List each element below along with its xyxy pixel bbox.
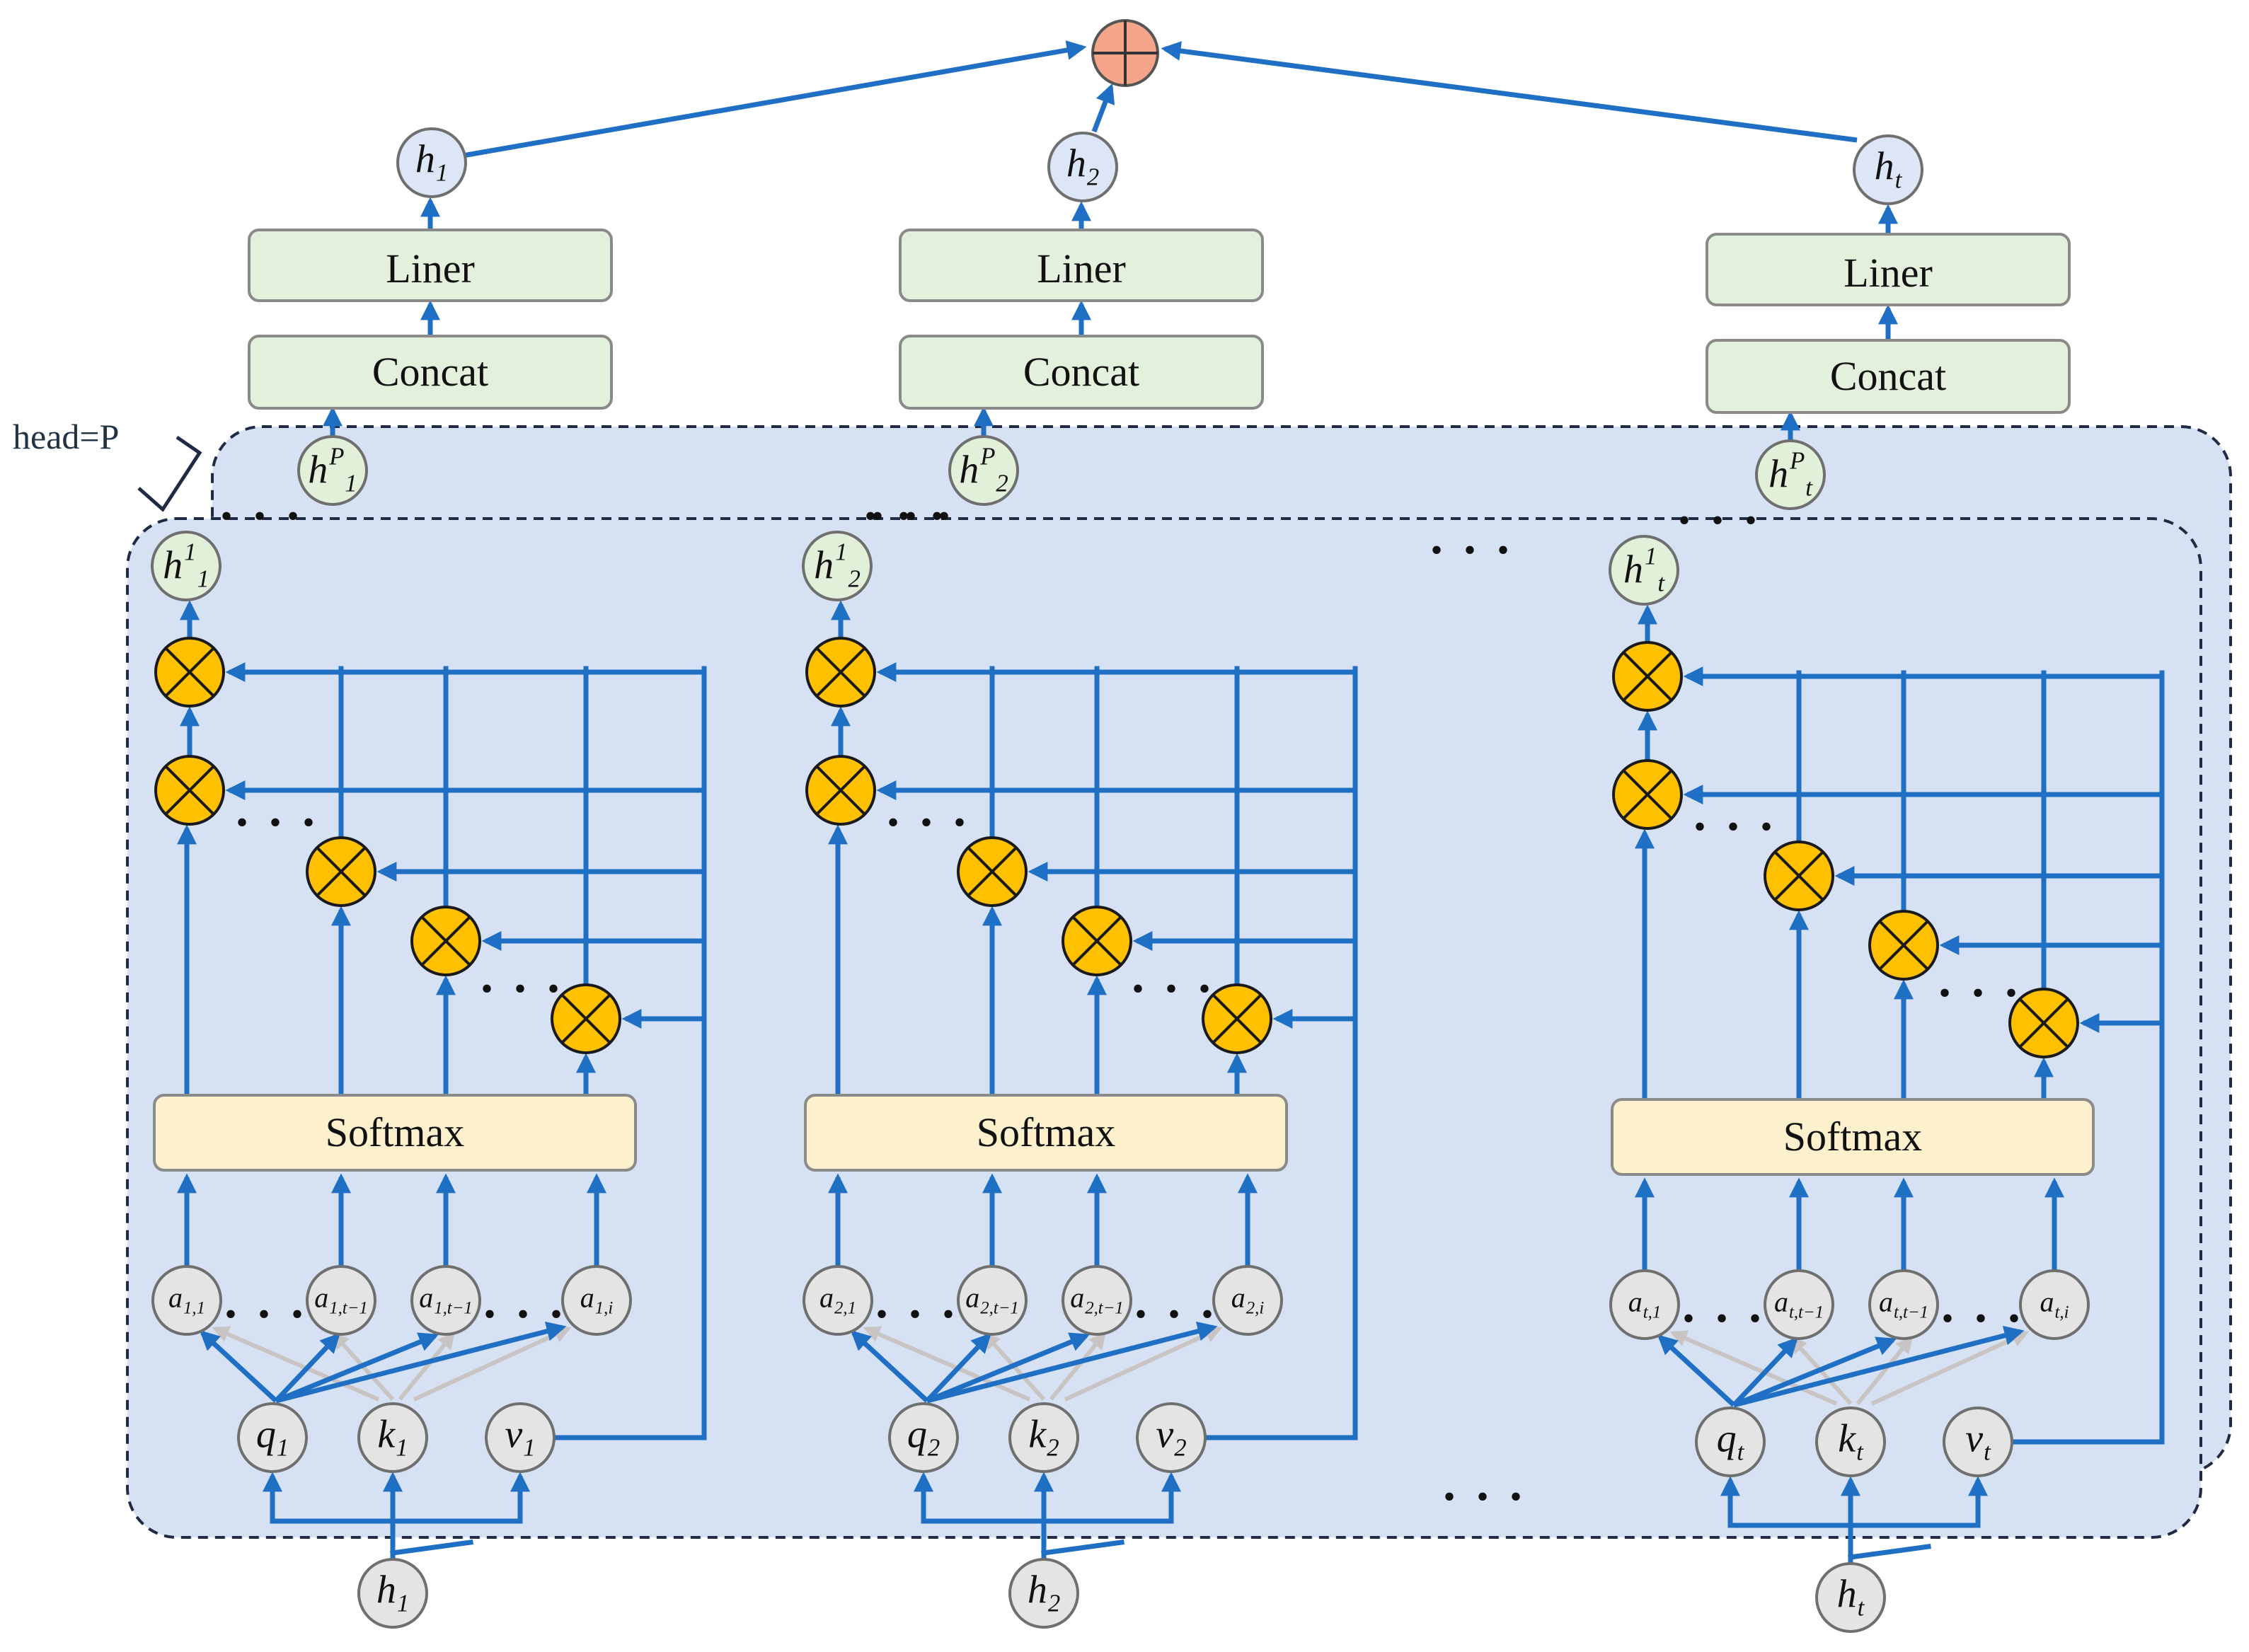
- query-node: [1695, 1406, 1766, 1477]
- query-arrow: [1732, 1336, 1798, 1407]
- faint-arrow: [1049, 1332, 1107, 1401]
- query-arrow: [199, 1330, 278, 1403]
- multiply-icon: [1773, 850, 1824, 901]
- connector-line: [1848, 1544, 1931, 1560]
- multiply-icon: [967, 846, 1018, 897]
- query-node: [888, 1402, 959, 1473]
- concat-box: [248, 335, 613, 410]
- faint-arrow: [1856, 1336, 1914, 1405]
- score-node: [803, 1265, 873, 1336]
- multiply-icon: [815, 647, 866, 698]
- multiply-icon: [164, 647, 215, 698]
- score-node: [1764, 1269, 1834, 1340]
- multiply-icon: [1622, 769, 1673, 820]
- head-1-panel: [126, 517, 2202, 1539]
- query-arrow: [926, 1332, 1091, 1404]
- softmax-box: [1611, 1098, 2095, 1176]
- liner-box: [248, 229, 613, 302]
- value-node: [1136, 1402, 1207, 1473]
- liner-box: [1706, 233, 2071, 306]
- score-node: [1609, 1269, 1680, 1340]
- sum-input-arrow: [1091, 83, 1115, 133]
- multiply-icon: [316, 846, 367, 897]
- head-1-node: [151, 531, 222, 601]
- score-node: [561, 1265, 632, 1336]
- query-arrow: [926, 1322, 1218, 1404]
- softmax-box: [804, 1094, 1288, 1172]
- multiply-icon: [1622, 651, 1673, 702]
- faint-arrow: [863, 1326, 1031, 1402]
- output-node: [396, 127, 467, 198]
- multiply-icon: [1071, 915, 1122, 966]
- head-p-node: [297, 435, 368, 506]
- query-node: [237, 1402, 308, 1473]
- sum-input-arrow: [1161, 41, 1858, 143]
- input-node: [1008, 1558, 1079, 1629]
- faint-arrow: [1669, 1330, 1838, 1406]
- multiply-icon: [1878, 920, 1929, 971]
- concat-box: [1706, 339, 2071, 414]
- score-node: [1212, 1265, 1283, 1336]
- sum-input-arrow: [462, 40, 1087, 158]
- faint-arrow: [212, 1326, 380, 1402]
- query-arrow: [274, 1332, 340, 1403]
- score-node: [306, 1265, 376, 1336]
- multiply-icon: [2018, 998, 2069, 1049]
- key-node: [1008, 1402, 1079, 1473]
- connector-line: [390, 1540, 473, 1556]
- key-node: [1815, 1406, 1886, 1477]
- input-node: [1815, 1562, 1886, 1633]
- output-node: [1853, 134, 1923, 205]
- score-node: [957, 1265, 1028, 1336]
- multiply-icon: [1212, 993, 1262, 1044]
- head-1-node: [1609, 535, 1679, 606]
- head-p-node: [948, 435, 1019, 506]
- head-1-node: [802, 531, 873, 601]
- score-node: [410, 1265, 481, 1336]
- connector-line: [1041, 1540, 1124, 1556]
- faint-arrow: [413, 1327, 572, 1402]
- faint-arrow: [1064, 1327, 1223, 1402]
- faint-arrow: [398, 1332, 456, 1401]
- query-arrow: [275, 1322, 567, 1404]
- query-arrow: [925, 1332, 991, 1403]
- query-arrow: [275, 1332, 439, 1404]
- value-node: [485, 1402, 556, 1473]
- score-node: [2019, 1269, 2090, 1340]
- input-node: [357, 1558, 428, 1629]
- output-node: [1047, 132, 1118, 202]
- multiply-icon: [815, 765, 866, 816]
- multiply-icon: [164, 765, 215, 816]
- query-arrow: [1732, 1336, 1897, 1408]
- score-node: [1062, 1265, 1132, 1336]
- value-node: [1943, 1406, 2013, 1477]
- score-node: [151, 1265, 222, 1336]
- concat-box: [899, 335, 1264, 410]
- query-arrow: [1733, 1326, 2025, 1408]
- head-p-node: [1755, 439, 1826, 510]
- key-node: [357, 1402, 428, 1473]
- score-node: [1868, 1269, 1939, 1340]
- head-bracket: [137, 435, 202, 512]
- multiply-icon: [420, 915, 471, 966]
- query-arrow: [850, 1330, 929, 1403]
- multiply-icon: [560, 993, 611, 1044]
- softmax-box: [153, 1094, 637, 1172]
- faint-arrow: [1870, 1331, 2030, 1406]
- query-arrow: [1657, 1334, 1736, 1407]
- liner-box: [899, 229, 1264, 302]
